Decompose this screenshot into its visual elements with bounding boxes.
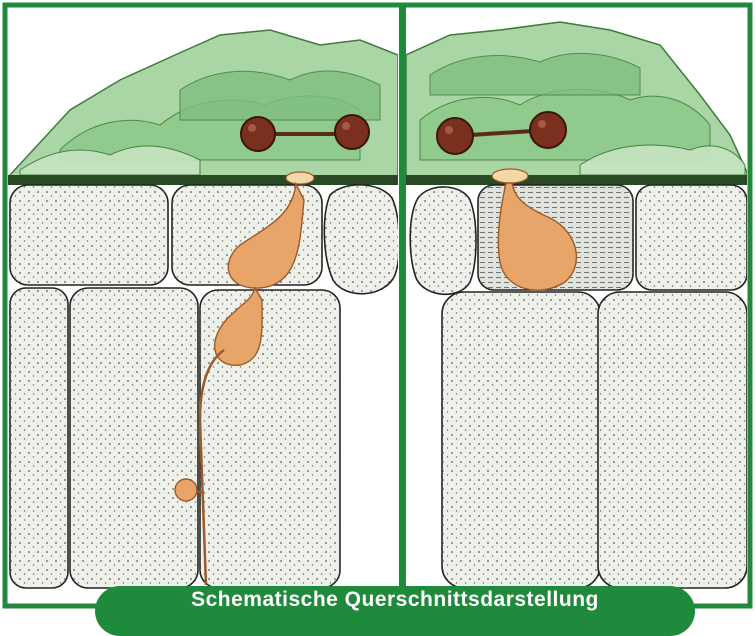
diagram-canvas [0,0,755,611]
right-panel [406,22,747,588]
figure-caption: Schematische Querschnittsdarstellung [191,588,599,612]
left-membrane [8,175,400,185]
panel-divider [399,5,406,606]
cross-section-figure: Schematische Querschnittsdarstellung [0,0,755,611]
right-membrane [406,175,747,185]
caption-banner: Schematische Querschnittsdarstellung [95,586,695,636]
left-green-tissue-fold [180,71,380,120]
